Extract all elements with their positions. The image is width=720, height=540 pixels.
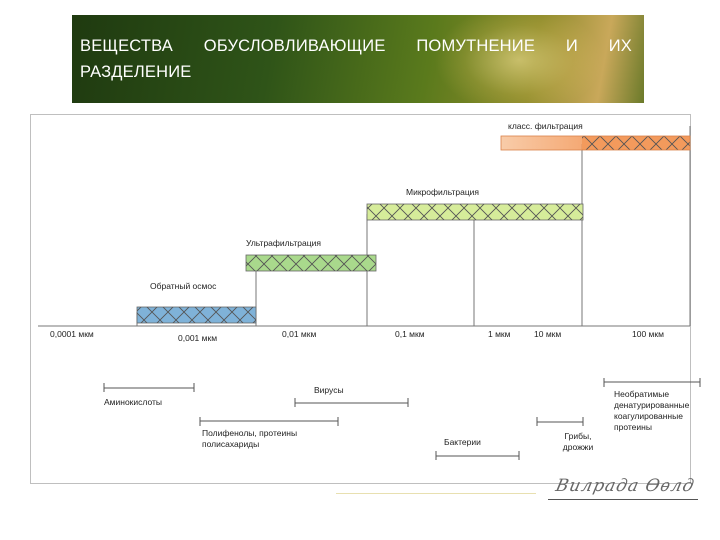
microfiltration-label: Микрофильтрация — [406, 187, 480, 197]
classic-filtration-label: класс. фильтрация — [508, 121, 583, 131]
fungi-label: Грибы, дрожжи — [562, 431, 594, 452]
bacteria-label: Бактерии — [444, 437, 481, 447]
polyphenols-range — [199, 417, 339, 426]
signature-underline — [548, 499, 698, 500]
classic-filtration-bar — [500, 135, 691, 151]
viruses-range — [294, 398, 409, 407]
microfiltration-bar — [366, 203, 584, 221]
tick-label: 1 мкм — [488, 329, 511, 339]
amino-acids-range — [103, 383, 195, 392]
tick-label: 0,01 мкм — [282, 329, 317, 339]
reverse-osmosis-label: Обратный осмос — [150, 281, 217, 291]
tick-label: 100 мкм — [632, 329, 664, 339]
title-banner: ВЕЩЕСТВА ОБУСЛОВЛИВАЮЩИЕ ПОМУТНЕНИЕ И ИХ… — [72, 15, 644, 103]
tick-label: 0,0001 мкм — [50, 329, 94, 339]
reverse-osmosis-bar — [136, 306, 257, 324]
tick-label: 0,001 мкм — [178, 333, 218, 343]
signature: Вилрада Ѳѳлд — [553, 476, 697, 496]
slide-title: ВЕЩЕСТВА ОБУСЛОВЛИВАЮЩИЕ ПОМУТНЕНИЕ И ИХ… — [80, 37, 632, 81]
ultrafiltration-label: Ультрафильтрация — [246, 238, 321, 248]
proteins-label: Необратимые денатурированные коагулирова… — [614, 389, 690, 432]
amino-acids-label: Аминокислоты — [104, 397, 162, 407]
proteins-range — [603, 378, 701, 387]
banner-light — [434, 15, 604, 103]
tick-label: 10 мкм — [534, 329, 562, 339]
ultrafiltration-bar — [245, 254, 377, 272]
viruses-label: Вирусы — [314, 385, 344, 395]
polyphenols-label: Полифенолы, протеины полисахариды — [202, 428, 298, 449]
signature-underline — [336, 493, 536, 494]
tick-label: 0,1 мкм — [395, 329, 425, 339]
fungi-range — [536, 417, 584, 426]
bacteria-range — [435, 451, 520, 460]
